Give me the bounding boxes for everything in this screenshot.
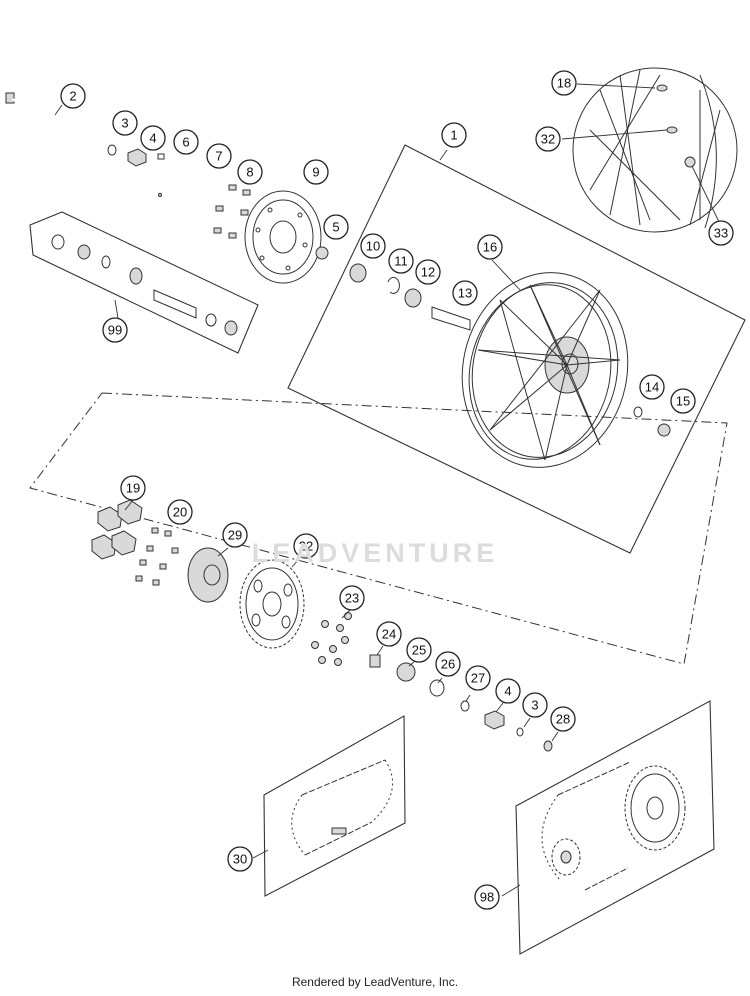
callout-label: 33	[714, 226, 728, 241]
callout-33[interactable]: 33	[708, 220, 734, 246]
callout-22[interactable]: 22	[293, 533, 319, 559]
callout-20[interactable]: 20	[167, 499, 193, 525]
callout-label: 22	[299, 539, 313, 554]
chain-kit-panel	[263, 715, 406, 897]
callout-label: 98	[480, 890, 494, 905]
bolt-set-20	[135, 527, 179, 586]
callout-10[interactable]: 10	[360, 233, 386, 259]
callout-label: 28	[556, 712, 570, 727]
spoke-detail-inset	[572, 67, 738, 233]
callout-11[interactable]: 11	[388, 248, 414, 274]
callout-label: 13	[458, 286, 472, 301]
callout-25[interactable]: 25	[406, 637, 432, 663]
callout-19[interactable]: 19	[120, 475, 146, 501]
callout-label: 20	[173, 505, 187, 520]
callout-label: 3	[121, 116, 128, 131]
callout-label: 16	[483, 240, 497, 255]
callout-label: 10	[366, 239, 380, 254]
bearing-14-part	[633, 406, 643, 418]
callout-label: 6	[182, 135, 189, 150]
callout-4[interactable]: 4	[140, 125, 166, 151]
callout-label: 12	[421, 265, 435, 280]
drive-kit-98-panel	[515, 700, 715, 955]
callout-9[interactable]: 9	[303, 159, 329, 185]
callout-label: 4	[149, 131, 156, 146]
callout-label: 2	[69, 89, 76, 104]
callout-label: 30	[233, 852, 247, 867]
callout-3[interactable]: 3	[522, 692, 548, 718]
chain-part	[291, 759, 393, 856]
callout-18[interactable]: 18	[551, 70, 577, 96]
callout-32[interactable]: 32	[535, 126, 561, 152]
pin-part	[157, 153, 165, 160]
brake-disc-part	[244, 190, 322, 284]
sprocket-carrier-part	[187, 547, 229, 603]
footer-credit: Rendered by LeadVenture, Inc.	[291, 975, 459, 989]
washer-part	[107, 144, 117, 156]
callout-14[interactable]: 14	[639, 374, 665, 400]
sprocket-ring-part	[178, 165, 208, 219]
rear-wheel-part	[461, 272, 629, 468]
callout-label: 8	[246, 165, 253, 180]
callout-4[interactable]: 4	[495, 678, 521, 704]
callout-label: 27	[471, 671, 485, 686]
callout-8[interactable]: 8	[237, 159, 263, 185]
callout-label: 18	[557, 76, 571, 91]
callout-label: 29	[228, 528, 242, 543]
callout-7[interactable]: 7	[206, 143, 232, 169]
callout-5[interactable]: 5	[323, 214, 349, 240]
spacer-15-part	[657, 423, 671, 437]
rear-sprocket-part	[239, 559, 305, 649]
spacer-5-part	[315, 246, 329, 260]
callout-label: 9	[312, 165, 319, 180]
callout-label: 15	[676, 394, 690, 409]
callout-29[interactable]: 29	[222, 522, 248, 548]
callout-13[interactable]: 13	[452, 280, 478, 306]
callout-label: 99	[108, 323, 122, 338]
nut-set-23	[311, 612, 352, 666]
callout-98[interactable]: 98	[474, 884, 500, 910]
callout-label: 25	[412, 643, 426, 658]
kit-99-parts	[51, 234, 238, 336]
callout-15[interactable]: 15	[670, 388, 696, 414]
drive-side-parts	[369, 654, 553, 752]
callout-3[interactable]: 3	[112, 110, 138, 136]
watermark: LEADVENTURE	[251, 538, 499, 568]
callout-label: 5	[332, 220, 339, 235]
cush-rubber-part	[91, 499, 143, 560]
kit-99-panel	[29, 211, 259, 354]
callout-label: 19	[126, 481, 140, 496]
callout-2[interactable]: 2	[60, 83, 86, 109]
axle-part	[5, 92, 105, 150]
callout-1[interactable]: 1	[441, 122, 467, 148]
callout-26[interactable]: 26	[435, 651, 461, 677]
callout-24[interactable]: 24	[376, 621, 402, 647]
callout-16[interactable]: 16	[477, 234, 503, 260]
callout-28[interactable]: 28	[550, 706, 576, 732]
callout-6[interactable]: 6	[173, 129, 199, 155]
callout-label: 1	[450, 128, 457, 143]
drive-kit-panel	[29, 392, 728, 665]
callout-30[interactable]: 30	[227, 846, 253, 872]
callout-label: 4	[504, 684, 511, 699]
bolt-set-8	[213, 184, 251, 239]
callout-label: 7	[215, 149, 222, 164]
callout-label: 14	[645, 380, 659, 395]
callout-label: 32	[541, 132, 555, 147]
callout-23[interactable]: 23	[339, 585, 365, 611]
callout-27[interactable]: 27	[465, 665, 491, 691]
wheel-panel	[287, 144, 746, 554]
callout-label: 26	[441, 657, 455, 672]
callout-label: 11	[394, 254, 408, 269]
callout-label: 24	[382, 627, 396, 642]
spacer-part	[127, 148, 147, 167]
drive-kit-98-parts	[541, 761, 686, 891]
bearing-parts	[349, 263, 471, 331]
callout-label: 23	[345, 591, 359, 606]
callout-12[interactable]: 12	[415, 259, 441, 285]
callout-99[interactable]: 99	[102, 317, 128, 343]
callout-label: 3	[531, 698, 538, 713]
